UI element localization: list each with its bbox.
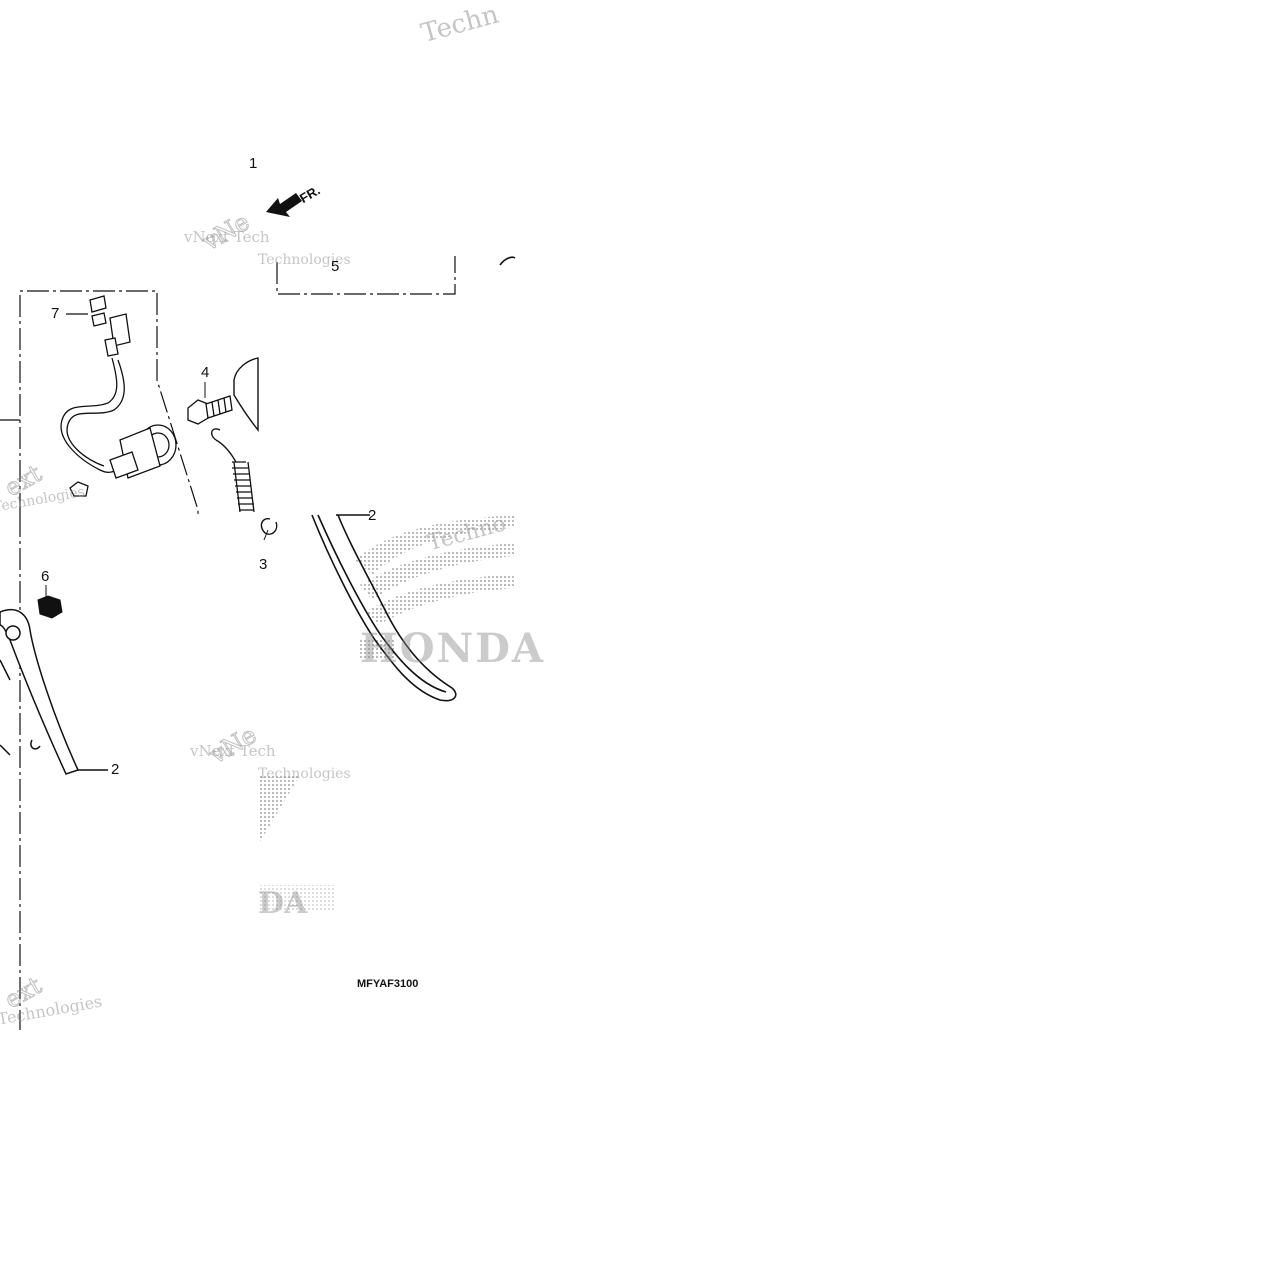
return-spring bbox=[211, 428, 255, 513]
snap-clip bbox=[260, 518, 278, 535]
part-label-1: 1 bbox=[249, 155, 258, 172]
side-stand-right bbox=[311, 256, 516, 702]
part-label-2-left: 2 bbox=[111, 761, 120, 778]
part-label-5: 5 bbox=[331, 258, 340, 275]
pivot-bolt bbox=[187, 395, 233, 425]
front-arrow-icon bbox=[266, 193, 302, 217]
watermark-brand-3: vNext Tech bbox=[190, 742, 276, 760]
side-stand-switch-harness bbox=[60, 295, 177, 497]
rubber-nut bbox=[37, 595, 63, 619]
watermark-name-3: Technologies bbox=[258, 766, 351, 782]
figure-code: MFYAF3100 bbox=[357, 978, 419, 990]
part-label-6: 6 bbox=[41, 568, 50, 585]
assembly-box-5 bbox=[276, 256, 456, 295]
watermark-da: DA bbox=[258, 886, 308, 921]
part-label-3: 3 bbox=[259, 556, 268, 573]
assembly-box-1 bbox=[0, 290, 199, 1030]
part-label-4: 4 bbox=[201, 364, 210, 381]
watermark-name-1: Technologies bbox=[258, 252, 351, 268]
leader-lines bbox=[45, 382, 269, 598]
side-stand-left bbox=[0, 609, 108, 775]
watermark-brand-1: vNext Tech bbox=[184, 228, 270, 246]
watermark-honda-right: HONDA bbox=[360, 625, 545, 672]
part-label-2-right: 2 bbox=[368, 507, 377, 524]
stand-bracket bbox=[233, 357, 259, 432]
honda-wing-watermark-lower bbox=[258, 775, 335, 912]
part-label-7: 7 bbox=[51, 305, 60, 322]
